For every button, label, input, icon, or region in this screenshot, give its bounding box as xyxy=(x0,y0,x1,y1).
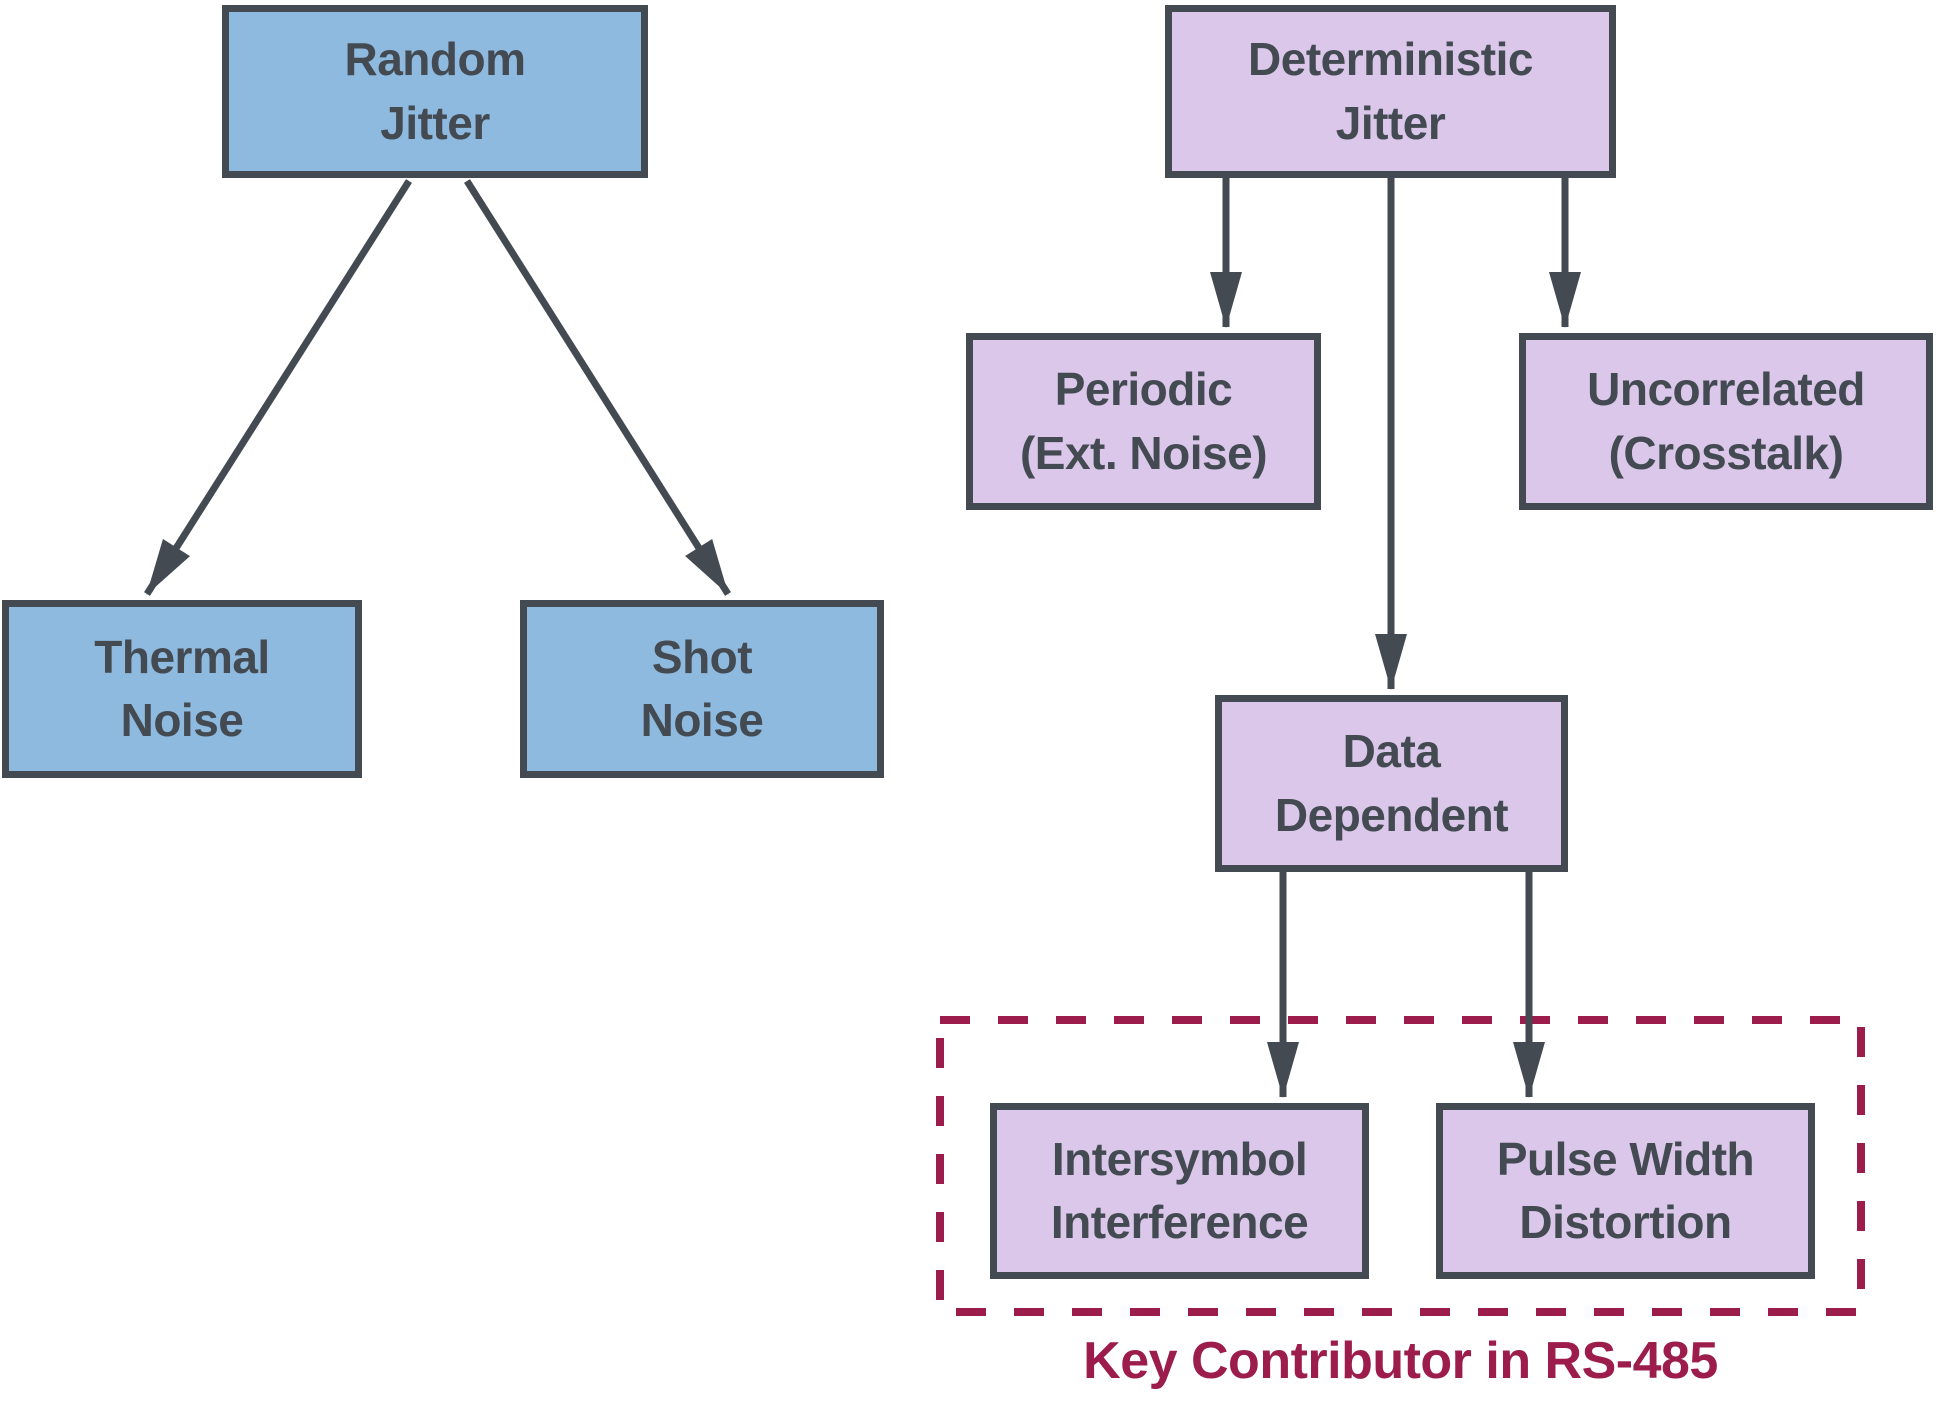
key-contributor-region-outline xyxy=(936,1016,1865,1316)
node-periodic-label: Periodic (Ext. Noise) xyxy=(1019,363,1268,479)
edge-random-to-shot xyxy=(464,179,731,596)
node-periodic: Periodic (Ext. Noise) xyxy=(966,333,1321,510)
node-random-jitter: Random Jitter xyxy=(222,5,648,178)
node-pulse-width-distortion-label: Pulse Width Distortion xyxy=(1496,1132,1755,1248)
key-contributor-caption: Key Contributor in RS-485 xyxy=(1083,1332,1718,1390)
edge-random-to-thermal xyxy=(144,179,412,596)
node-deterministic-jitter-label: Deterministic Jitter xyxy=(1248,33,1533,149)
node-pulse-width-distortion: Pulse Width Distortion xyxy=(1436,1103,1815,1279)
node-intersymbol-interference-label: Intersymbol Interference xyxy=(1050,1132,1309,1248)
node-random-jitter-label: Random Jitter xyxy=(344,33,527,149)
node-uncorrelated-label: Uncorrelated (Crosstalk) xyxy=(1587,363,1865,479)
node-data-dependent: Data Dependent xyxy=(1215,695,1568,872)
node-shot-noise-label: Shot Noise xyxy=(640,630,764,746)
node-data-dependent-label: Data Dependent xyxy=(1274,725,1509,841)
node-shot-noise: Shot Noise xyxy=(520,600,884,778)
node-thermal-noise: Thermal Noise xyxy=(2,600,362,778)
node-deterministic-jitter: Deterministic Jitter xyxy=(1165,5,1616,178)
node-thermal-noise-label: Thermal Noise xyxy=(94,630,270,746)
node-intersymbol-interference: Intersymbol Interference xyxy=(990,1103,1369,1279)
node-uncorrelated: Uncorrelated (Crosstalk) xyxy=(1519,333,1933,510)
